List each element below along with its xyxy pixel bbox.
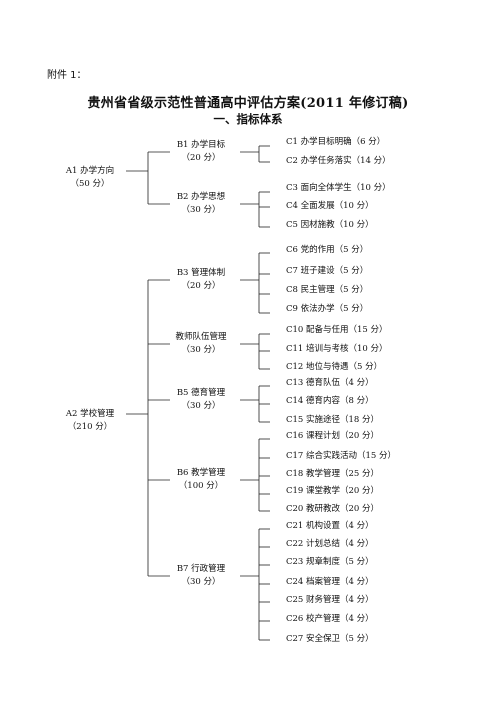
attachment-label: 附件 1： <box>47 70 87 81</box>
indicator-c-6: C6 党的作用（5 分） <box>286 245 369 255</box>
indicator-c-21: C21 机构设置（4 分） <box>286 521 374 531</box>
indicator-b-7-label: B7 行政管理 <box>176 564 226 574</box>
indicator-c-25: C25 财务管理（4 分） <box>286 595 374 605</box>
indicator-b-2: B2 办学思想 （30 分） <box>166 191 236 217</box>
indicator-c-11: C11 培训与考核（10 分） <box>286 344 388 354</box>
indicator-b-7-score: （30 分） <box>181 577 221 587</box>
indicator-c-9: C9 依法办学（5 分） <box>286 304 369 314</box>
indicator-b-1-score: （20 分） <box>181 153 221 163</box>
indicator-c-4: C4 全面发展（10 分） <box>286 201 374 211</box>
indicator-c-8: C8 民主管理（5 分） <box>286 285 369 295</box>
indicator-b-5-score: （30 分） <box>181 401 221 411</box>
indicator-c-1: C1 办学目标明确（6 分） <box>286 137 386 147</box>
indicator-c-27: C27 安全保卫（5 分） <box>286 634 374 644</box>
indicator-b-7: B7 行政管理 （30 分） <box>166 563 236 589</box>
section-heading: 一、指标体系 <box>213 112 283 126</box>
indicator-c-22: C22 计划总结（4 分） <box>286 539 374 549</box>
indicator-b-6-score: （100 分） <box>178 481 224 491</box>
indicator-c-18: C18 教学管理（25 分） <box>286 469 380 479</box>
indicator-c-16: C16 课程计划（20 分） <box>286 431 380 441</box>
indicator-a-2-score: （210 分） <box>67 422 113 432</box>
indicator-b-4: 教师队伍管理 （30 分） <box>166 331 236 357</box>
indicator-c-20: C20 教研教改（20 分） <box>286 504 380 514</box>
indicator-c-17: C17 综合实践活动（15 分） <box>286 451 397 461</box>
indicator-b-4-score: （30 分） <box>181 345 221 355</box>
indicator-c-2: C2 办学任务落实（14 分） <box>286 156 391 166</box>
document-title: 贵州省省级示范性普通高中评估方案(2011 年修订稿) <box>87 96 409 111</box>
indicator-b-6-label: B6 教学管理 <box>176 468 226 478</box>
indicator-c-12: C12 地位与待遇（5 分） <box>286 362 383 372</box>
indicator-c-10: C10 配备与任用（15 分） <box>286 325 388 335</box>
indicator-b-1: B1 办学目标 （20 分） <box>166 139 236 165</box>
indicator-c-7: C7 班子建设（5 分） <box>286 266 369 276</box>
indicator-b-2-label: B2 办学思想 <box>176 192 226 202</box>
indicator-c-19: C19 课堂教学（20 分） <box>286 486 380 496</box>
indicator-a-2-label: A2 学校管理 <box>65 409 115 419</box>
indicator-c-5: C5 因材施教（10 分） <box>286 220 374 230</box>
indicator-c-15: C15 实施途径（18 分） <box>286 415 380 425</box>
indicator-c-23: C23 规章制度（5 分） <box>286 557 374 567</box>
indicator-b-1-label: B1 办学目标 <box>176 140 226 150</box>
indicator-c-26: C26 校产管理（4 分） <box>286 614 374 624</box>
indicator-c-24: C24 档案管理（4 分） <box>286 577 374 587</box>
indicator-a-2: A2 学校管理 （210 分） <box>60 408 120 434</box>
indicator-a-1: A1 办学方向 （50 分） <box>60 165 120 191</box>
indicator-a-1-score: （50 分） <box>70 179 110 189</box>
indicator-b-5-label: B5 德育管理 <box>176 388 226 398</box>
indicator-c-13: C13 德育队伍（4 分） <box>286 378 374 388</box>
indicator-b-3-label: B3 管理体制 <box>176 268 226 278</box>
indicator-b-6: B6 教学管理 （100 分） <box>166 467 236 493</box>
indicator-b-4-label: 教师队伍管理 <box>175 332 227 342</box>
indicator-c-14: C14 德育内容（8 分） <box>286 396 374 406</box>
indicator-b-3: B3 管理体制 （20 分） <box>166 267 236 293</box>
indicator-b-5: B5 德育管理 （30 分） <box>166 387 236 413</box>
indicator-b-3-score: （20 分） <box>181 281 221 291</box>
indicator-b-2-score: （30 分） <box>181 205 221 215</box>
indicator-a-1-label: A1 办学方向 <box>65 166 115 176</box>
indicator-c-3: C3 面向全体学生（10 分） <box>286 183 391 193</box>
